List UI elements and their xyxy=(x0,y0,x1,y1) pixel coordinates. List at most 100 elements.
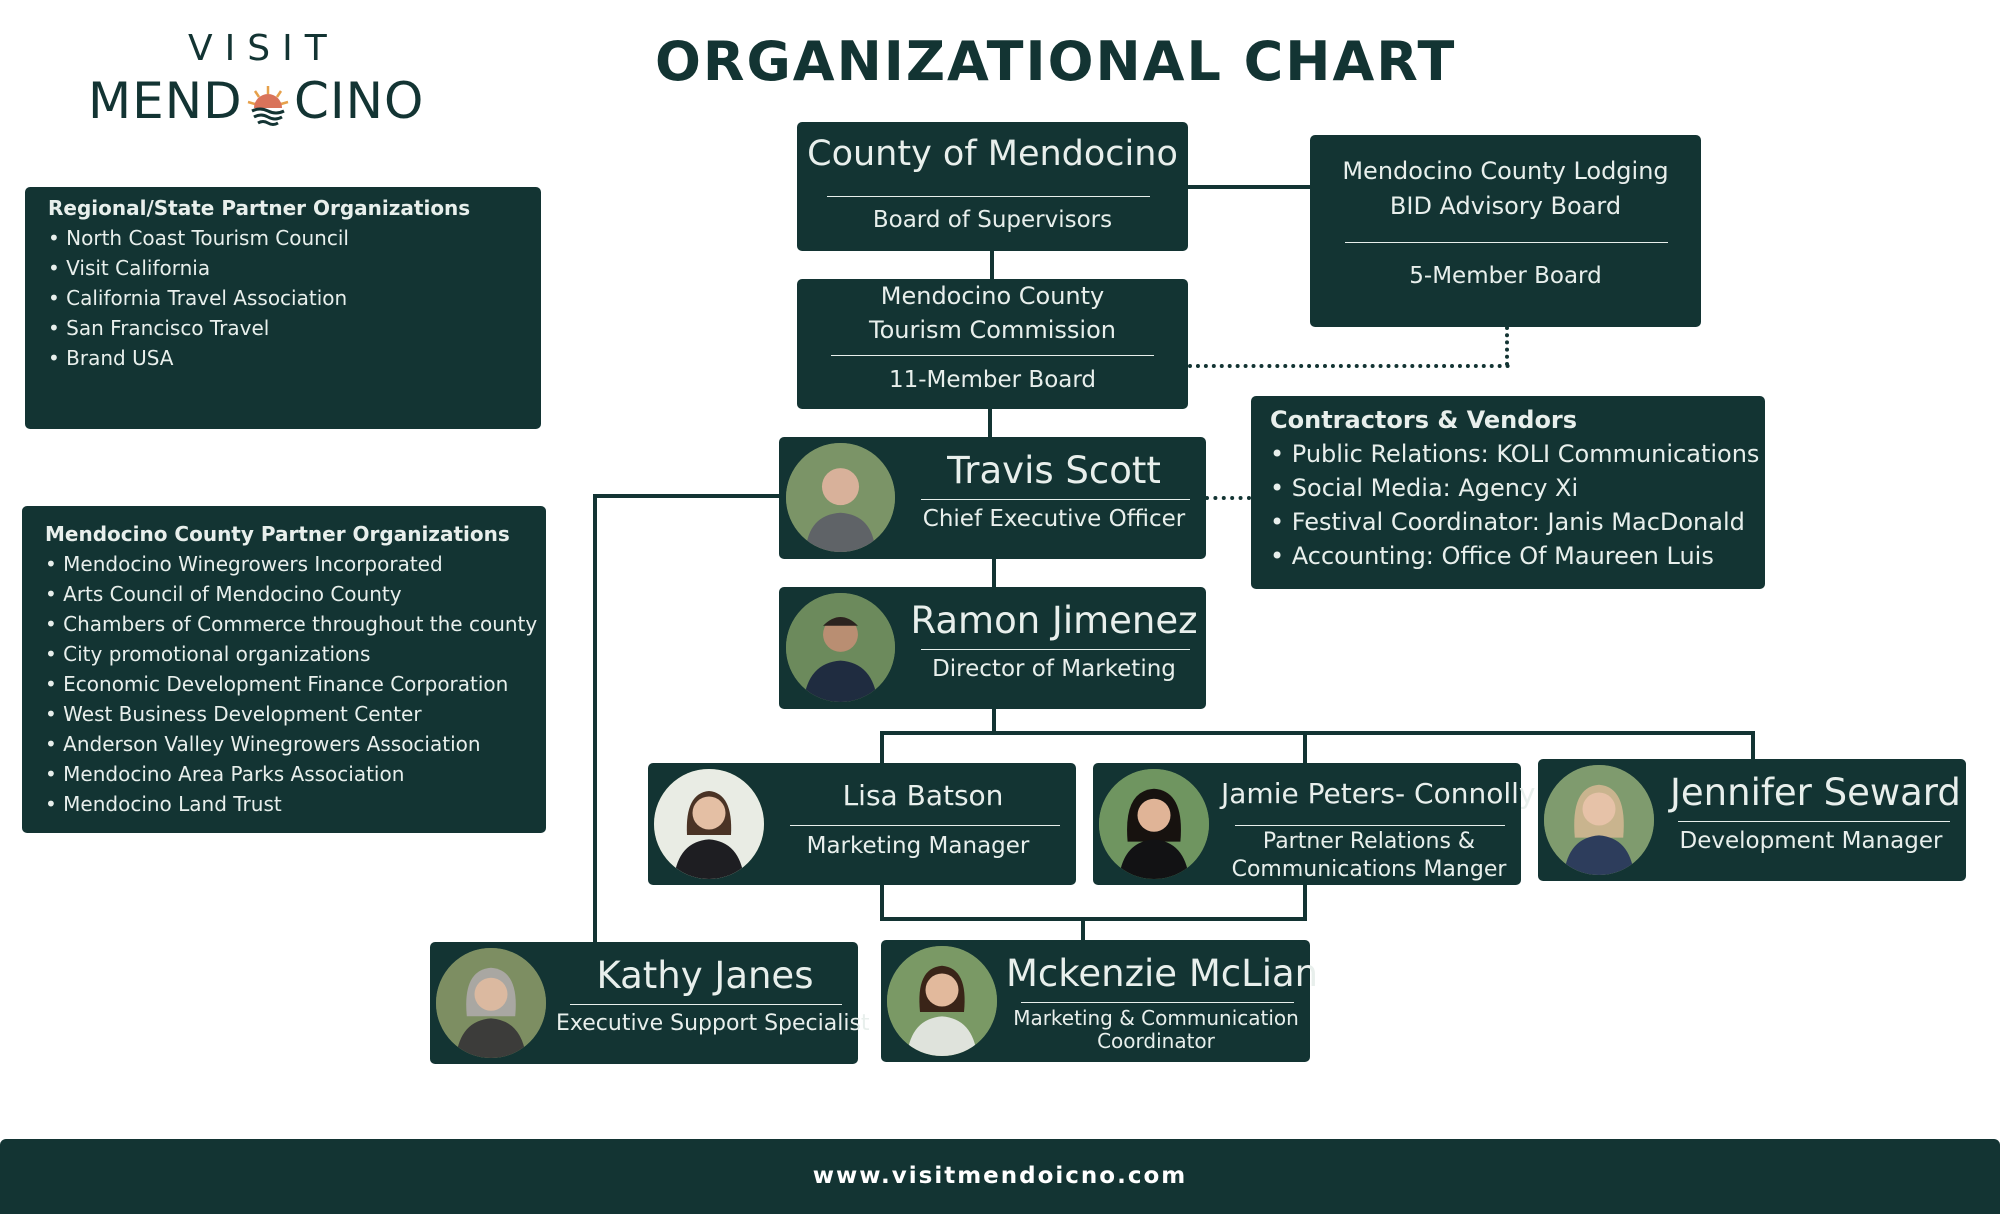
divider xyxy=(921,649,1190,650)
divider xyxy=(1235,825,1505,826)
commission-line1: Mendocino County xyxy=(880,282,1105,310)
connector-lisa-below xyxy=(880,885,884,921)
partner-relations-name: Jamie Peters- Connolly xyxy=(1221,777,1536,810)
connector-director-down xyxy=(992,708,996,733)
director-box: Ramon Jimenez Director of Marketing xyxy=(779,587,1206,709)
contractors-title: Contractors & Vendors xyxy=(1270,406,1578,434)
regional-partners-title: Regional/State Partner Organizations xyxy=(48,196,471,220)
exec-support-photo xyxy=(436,948,546,1058)
divider xyxy=(1021,1002,1294,1003)
exec-support-role: Executive Support Specialist xyxy=(556,1011,870,1036)
list-item: • Visit California xyxy=(48,256,211,280)
list-item: • North Coast Tourism Council xyxy=(48,226,349,250)
list-item: • Anderson Valley Winegrowers Associatio… xyxy=(45,732,481,756)
commission-line2: Tourism Commission xyxy=(869,316,1116,344)
divider xyxy=(1345,242,1668,243)
connector-jamie-drop xyxy=(1303,731,1307,764)
list-item: • Chambers of Commerce throughout the co… xyxy=(45,612,538,636)
connector-ceo-director xyxy=(992,558,996,588)
list-item: • West Business Development Center xyxy=(45,702,422,726)
logo-cino: CINO xyxy=(294,72,425,130)
dotted-lodging-down xyxy=(1505,326,1509,366)
partner-relations-role-line1: Partner Relations & xyxy=(1262,829,1476,854)
footer-url[interactable]: www.visitmendoicno.com xyxy=(0,1139,2000,1214)
coordinator-photo xyxy=(887,946,997,1056)
commission-box: Mendocino County Tourism Commission 11-M… xyxy=(797,279,1188,409)
county-partners-title: Mendocino County Partner Organizations xyxy=(45,522,510,546)
marketing-manager-box: Lisa Batson Marketing Manager xyxy=(648,763,1076,885)
regional-partners-box: Regional/State Partner Organizations • N… xyxy=(25,187,541,429)
divider xyxy=(831,355,1154,356)
county-partners-box: Mendocino County Partner Organizations •… xyxy=(22,506,546,833)
list-item: • Accounting: Office Of Maureen Luis xyxy=(1270,542,1714,570)
list-item: • San Francisco Travel xyxy=(48,316,270,340)
exec-support-name: Kathy Janes xyxy=(596,954,814,997)
connector-kathy-drop xyxy=(593,494,597,944)
divider xyxy=(827,196,1150,197)
connector-lisa-drop xyxy=(880,731,884,764)
commission-sub: 11-Member Board xyxy=(888,367,1097,393)
list-item: • Brand USA xyxy=(48,346,174,370)
list-item: • Economic Development Finance Corporati… xyxy=(45,672,509,696)
county-sub: Board of Supervisors xyxy=(872,207,1113,233)
connector-jamie-below xyxy=(1303,885,1307,921)
coordinator-box: Mckenzie McLian Marketing & Communicatio… xyxy=(881,940,1319,1062)
lodging-line2: BID Advisory Board xyxy=(1389,192,1622,220)
connector-bottom-horizontal xyxy=(880,917,1307,921)
ceo-name: Travis Scott xyxy=(947,449,1161,492)
list-item: • Mendocino Winegrowers Incorporated xyxy=(45,552,443,576)
list-item: • California Travel Association xyxy=(48,286,348,310)
marketing-manager-name: Lisa Batson xyxy=(842,779,1004,812)
marketing-manager-role: Marketing Manager xyxy=(806,833,1030,859)
divider xyxy=(921,499,1190,500)
exec-support-box: Kathy Janes Executive Support Specialist xyxy=(430,942,870,1064)
marketing-manager-photo xyxy=(654,769,764,879)
lodging-line1: Mendocino County Lodging xyxy=(1342,157,1669,185)
ceo-box: Travis Scott Chief Executive Officer xyxy=(779,437,1206,559)
development-manager-photo xyxy=(1544,765,1654,875)
development-manager-name: Jennifer Seward xyxy=(1670,771,1961,814)
page-title: ORGANIZATIONAL CHART xyxy=(655,30,1457,93)
list-item: • Mendocino Area Parks Association xyxy=(45,762,405,786)
list-item: • Social Media: Agency Xi xyxy=(1270,474,1579,502)
director-photo xyxy=(786,593,895,702)
connector-ceo-left xyxy=(593,494,780,498)
connector-jennifer-drop xyxy=(1751,731,1755,761)
county-box: County of Mendocino Board of Supervisors xyxy=(797,122,1188,251)
development-manager-role: Development Manager xyxy=(1679,828,1943,854)
county-name: County of Mendocino xyxy=(807,134,1178,174)
contractors-box: Contractors & Vendors • Public Relations… xyxy=(1251,396,1765,589)
connector-mckenzie-drop xyxy=(1081,917,1085,942)
connector-county-commission xyxy=(990,250,994,280)
list-item: • City promotional organizations xyxy=(45,642,371,666)
coordinator-role-line2: Coordinator xyxy=(1097,1029,1215,1053)
list-item: • Public Relations: KOLI Communications xyxy=(1270,440,1760,468)
partner-relations-box: Jamie Peters- Connolly Partner Relations… xyxy=(1093,763,1536,885)
logo-visit: VISIT xyxy=(188,28,339,69)
sun-icon xyxy=(247,86,289,126)
dotted-ceo-contractors xyxy=(1205,496,1251,500)
connector-team-horizontal xyxy=(880,731,1755,735)
logo: VISIT MEND CINO xyxy=(88,28,428,130)
connector-commission-ceo xyxy=(988,408,992,438)
list-item: • Festival Coordinator: Janis MacDonald xyxy=(1270,508,1745,536)
list-item: • Arts Council of Mendocino County xyxy=(45,582,402,606)
ceo-photo xyxy=(786,443,895,552)
divider xyxy=(790,825,1060,826)
director-role: Director of Marketing xyxy=(932,656,1176,682)
dotted-commission-lodging xyxy=(1188,364,1510,368)
logo-mend: MEND xyxy=(88,72,243,130)
ceo-role: Chief Executive Officer xyxy=(922,506,1186,532)
lodging-box: Mendocino County Lodging BID Advisory Bo… xyxy=(1310,135,1701,327)
partner-relations-role-line2: Communications Manger xyxy=(1231,857,1507,882)
coordinator-role-line1: Marketing & Communication xyxy=(1013,1006,1299,1030)
connector-county-lodging xyxy=(1185,185,1312,189)
divider xyxy=(570,1004,842,1005)
development-manager-box: Jennifer Seward Development Manager xyxy=(1538,759,1966,881)
divider xyxy=(1678,821,1950,822)
coordinator-name: Mckenzie McLian xyxy=(1006,952,1319,995)
list-item: • Mendocino Land Trust xyxy=(45,792,282,816)
director-name: Ramon Jimenez xyxy=(910,599,1198,642)
partner-relations-photo xyxy=(1099,769,1209,879)
lodging-sub: 5-Member Board xyxy=(1409,263,1602,289)
